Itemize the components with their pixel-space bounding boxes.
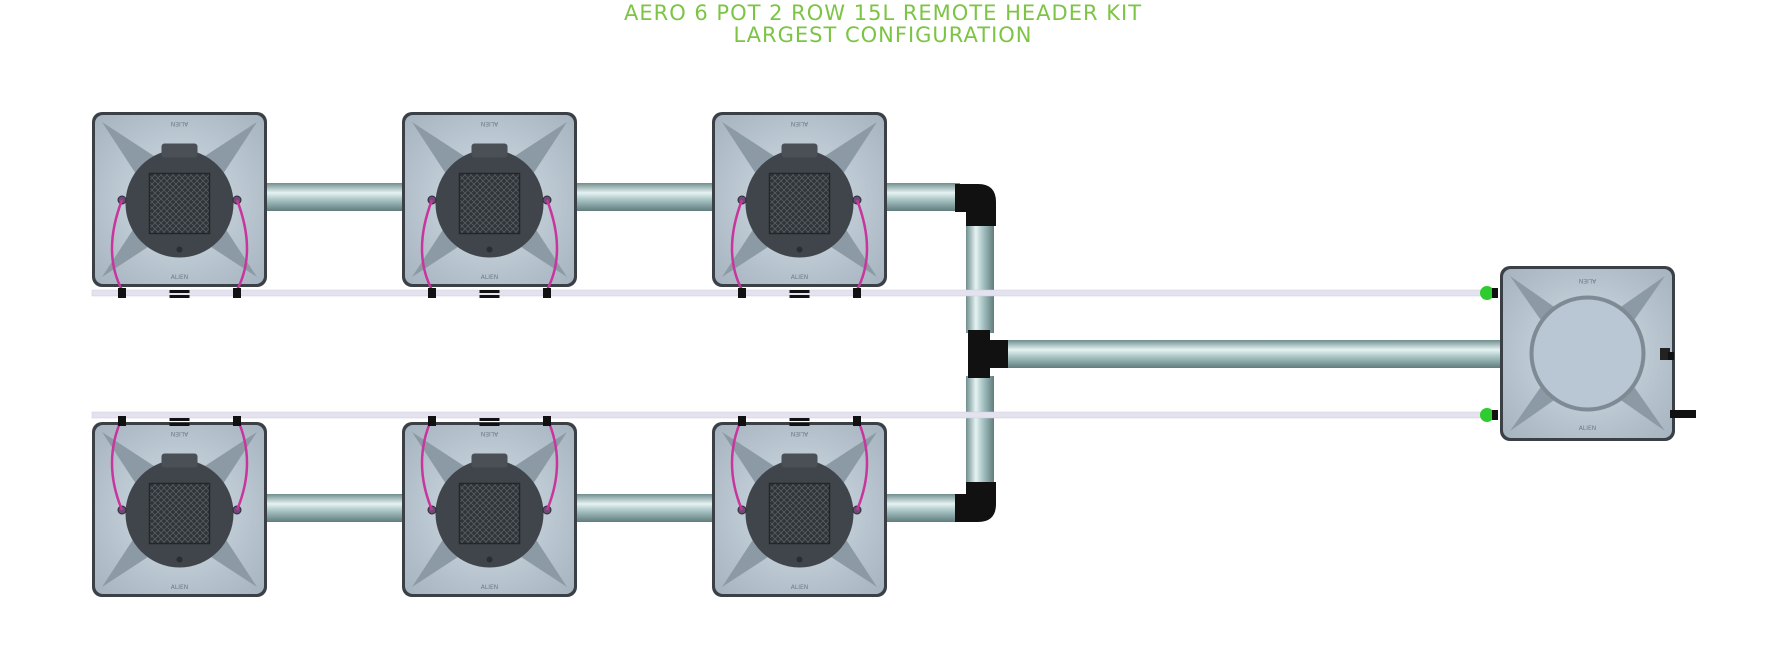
pipe-top-2 [572,183,722,211]
pot-label-bottom: ALIEN [791,584,809,591]
pipe-bottom-3 [882,494,960,522]
pipe-top-1 [262,183,412,211]
pipe-network [262,183,1504,522]
title-line-1: AERO 6 POT 2 ROW 15L REMOTE HEADER KIT [623,1,1143,25]
tank-label-top: ALIEN [1579,277,1597,284]
drip-hose [110,417,124,511]
pot-label-top: ALIEN [481,430,499,437]
drip-hose [420,417,434,511]
plant-pot-icon: ALIEN ALIEN [712,112,887,298]
pipe-vertical-lower [966,376,994,484]
pot-label-top: ALIEN [171,430,189,437]
pot-label-top: ALIEN [791,120,809,127]
drip-hose [855,417,869,511]
tank-label-bottom: ALIEN [1579,425,1597,432]
pot-label-top: ALIEN [171,120,189,127]
pot-label-bottom: ALIEN [481,274,499,281]
plant-pot-icon: ALIEN ALIEN [712,416,887,597]
valves [1480,286,1498,422]
pot-label-bottom: ALIEN [171,584,189,591]
pot-label-bottom: ALIEN [791,274,809,281]
header-tank-icon: ALIEN ALIEN [1500,266,1696,441]
elbow-fitting-icon [955,482,996,522]
drip-hose [855,199,869,291]
drip-hose [110,199,124,291]
green-valve-icon [1480,408,1494,422]
drip-hose [545,199,559,291]
pipe-bottom-1 [262,494,412,522]
green-valve-icon [1480,286,1494,300]
pot-label-bottom: ALIEN [171,274,189,281]
plant-pot-icon: ALIEN ALIEN [402,416,577,597]
drip-hose [235,417,249,511]
pot-label-top: ALIEN [481,120,499,127]
pot-label-bottom: ALIEN [481,584,499,591]
drip-hose [730,199,744,291]
pipe-top-3 [882,183,960,211]
fittings [955,184,1008,522]
plant-pot-icon: ALIEN ALIEN [92,112,267,298]
tee-fitting-icon [968,330,1008,378]
pipe-main [1004,340,1504,368]
pipe-bottom-2 [572,494,722,522]
diagram-title: AERO 6 POT 2 ROW 15L REMOTE HEADER KIT L… [0,0,1766,46]
plant-pot-icon: ALIEN ALIEN [92,416,267,597]
feed-line-bottom [91,411,1483,419]
elbow-fitting-icon [955,184,996,226]
drip-hose [235,199,249,291]
drip-hose [730,417,744,511]
title-line-2: LARGEST CONFIGURATION [733,23,1033,47]
drip-hose [545,417,559,511]
pipe-vertical-upper [966,225,994,333]
plant-pot-icon: ALIEN ALIEN [402,112,577,298]
drip-hose [420,199,434,291]
feed-line-top [91,289,1483,297]
pot-label-top: ALIEN [791,430,809,437]
pot-group: ALIENALIENALIENALIENALIENALIENALIENALIEN… [92,112,887,597]
